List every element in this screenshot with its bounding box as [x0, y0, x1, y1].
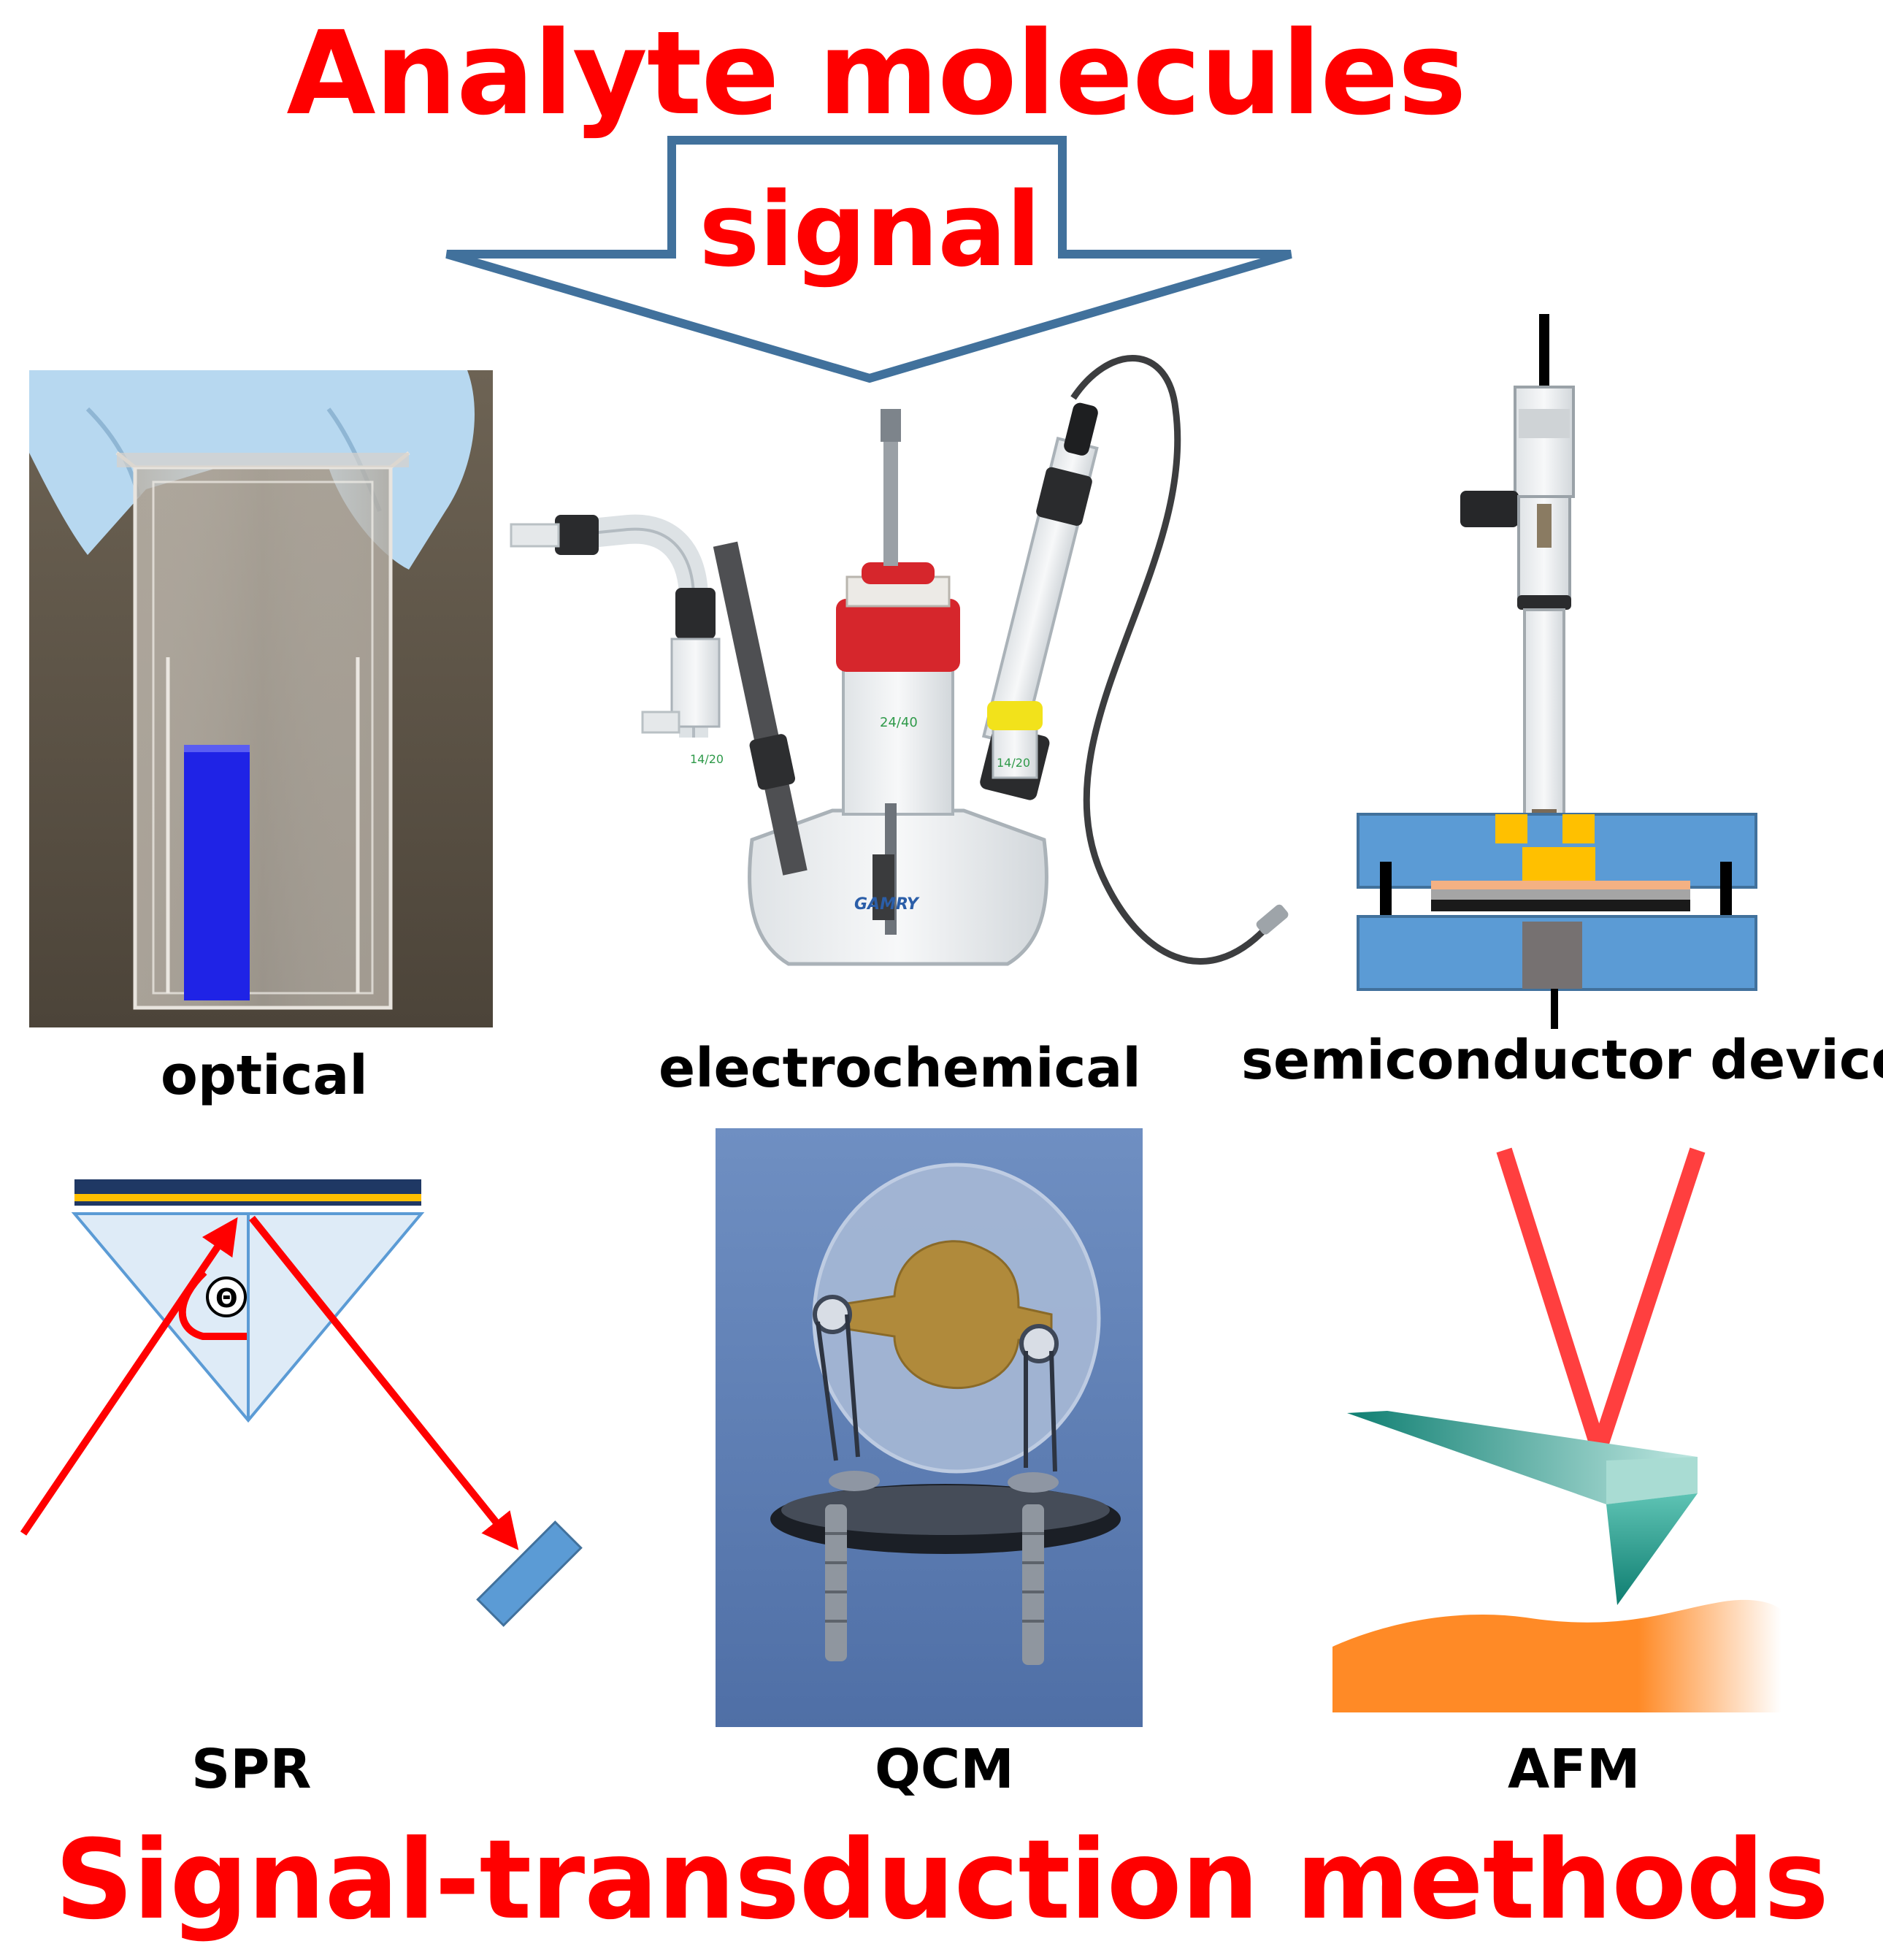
electrochemical-cell: 24/40 14/20 14/20 [510, 355, 1289, 966]
gold-contact [1495, 814, 1527, 843]
caption-afm: AFM [1508, 1738, 1641, 1801]
spr-gold-layer [74, 1194, 421, 1201]
svg-text:14/20: 14/20 [690, 752, 724, 766]
spr-diagram: Θ [20, 1179, 583, 1627]
caption-optical: optical [161, 1044, 368, 1107]
red-cap [836, 599, 960, 672]
svg-text:14/20: 14/20 [997, 756, 1030, 770]
cuvette-body [133, 465, 393, 1010]
caption-qcm: QCM [875, 1738, 1014, 1801]
footer-signal-transduction-methods: Signal-transduction methods [55, 1817, 1829, 1944]
spr-incident-beam [20, 1217, 238, 1536]
caption-semiconductor-device: semiconductor device [1241, 1029, 1883, 1092]
reference-cable [1070, 355, 1270, 965]
headline-analyte-molecules: Analyte molecules [286, 7, 1466, 141]
signal-down-arrow [445, 136, 1292, 383]
gamry-logo: GAMRY [854, 895, 920, 914]
flask-body [748, 808, 1048, 966]
afm-diagram [1332, 1147, 1782, 1712]
arrow-label-signal: signal [699, 171, 1041, 290]
caption-electrochemical: electrochemical [659, 1037, 1141, 1100]
gold-electrode [845, 1240, 1053, 1390]
spr-reflected-beam [249, 1215, 519, 1550]
spr-top-layer [74, 1179, 421, 1194]
spr-detector [476, 1520, 583, 1627]
joint-label-center: 24/40 [880, 715, 918, 730]
afm-sample-surface [1332, 1599, 1782, 1712]
afm-tip [1606, 1493, 1698, 1605]
spr-angle-symbol: Θ [215, 1284, 238, 1314]
optical-cuvette-photo [29, 370, 493, 1027]
qcm-photo [716, 1128, 1143, 1727]
caption-spr: SPR [191, 1738, 312, 1801]
semiconductor-device-diagram [1357, 314, 1757, 1029]
cuvette-blue-liquid [184, 745, 250, 1000]
afm-laser-beams [1496, 1147, 1706, 1476]
